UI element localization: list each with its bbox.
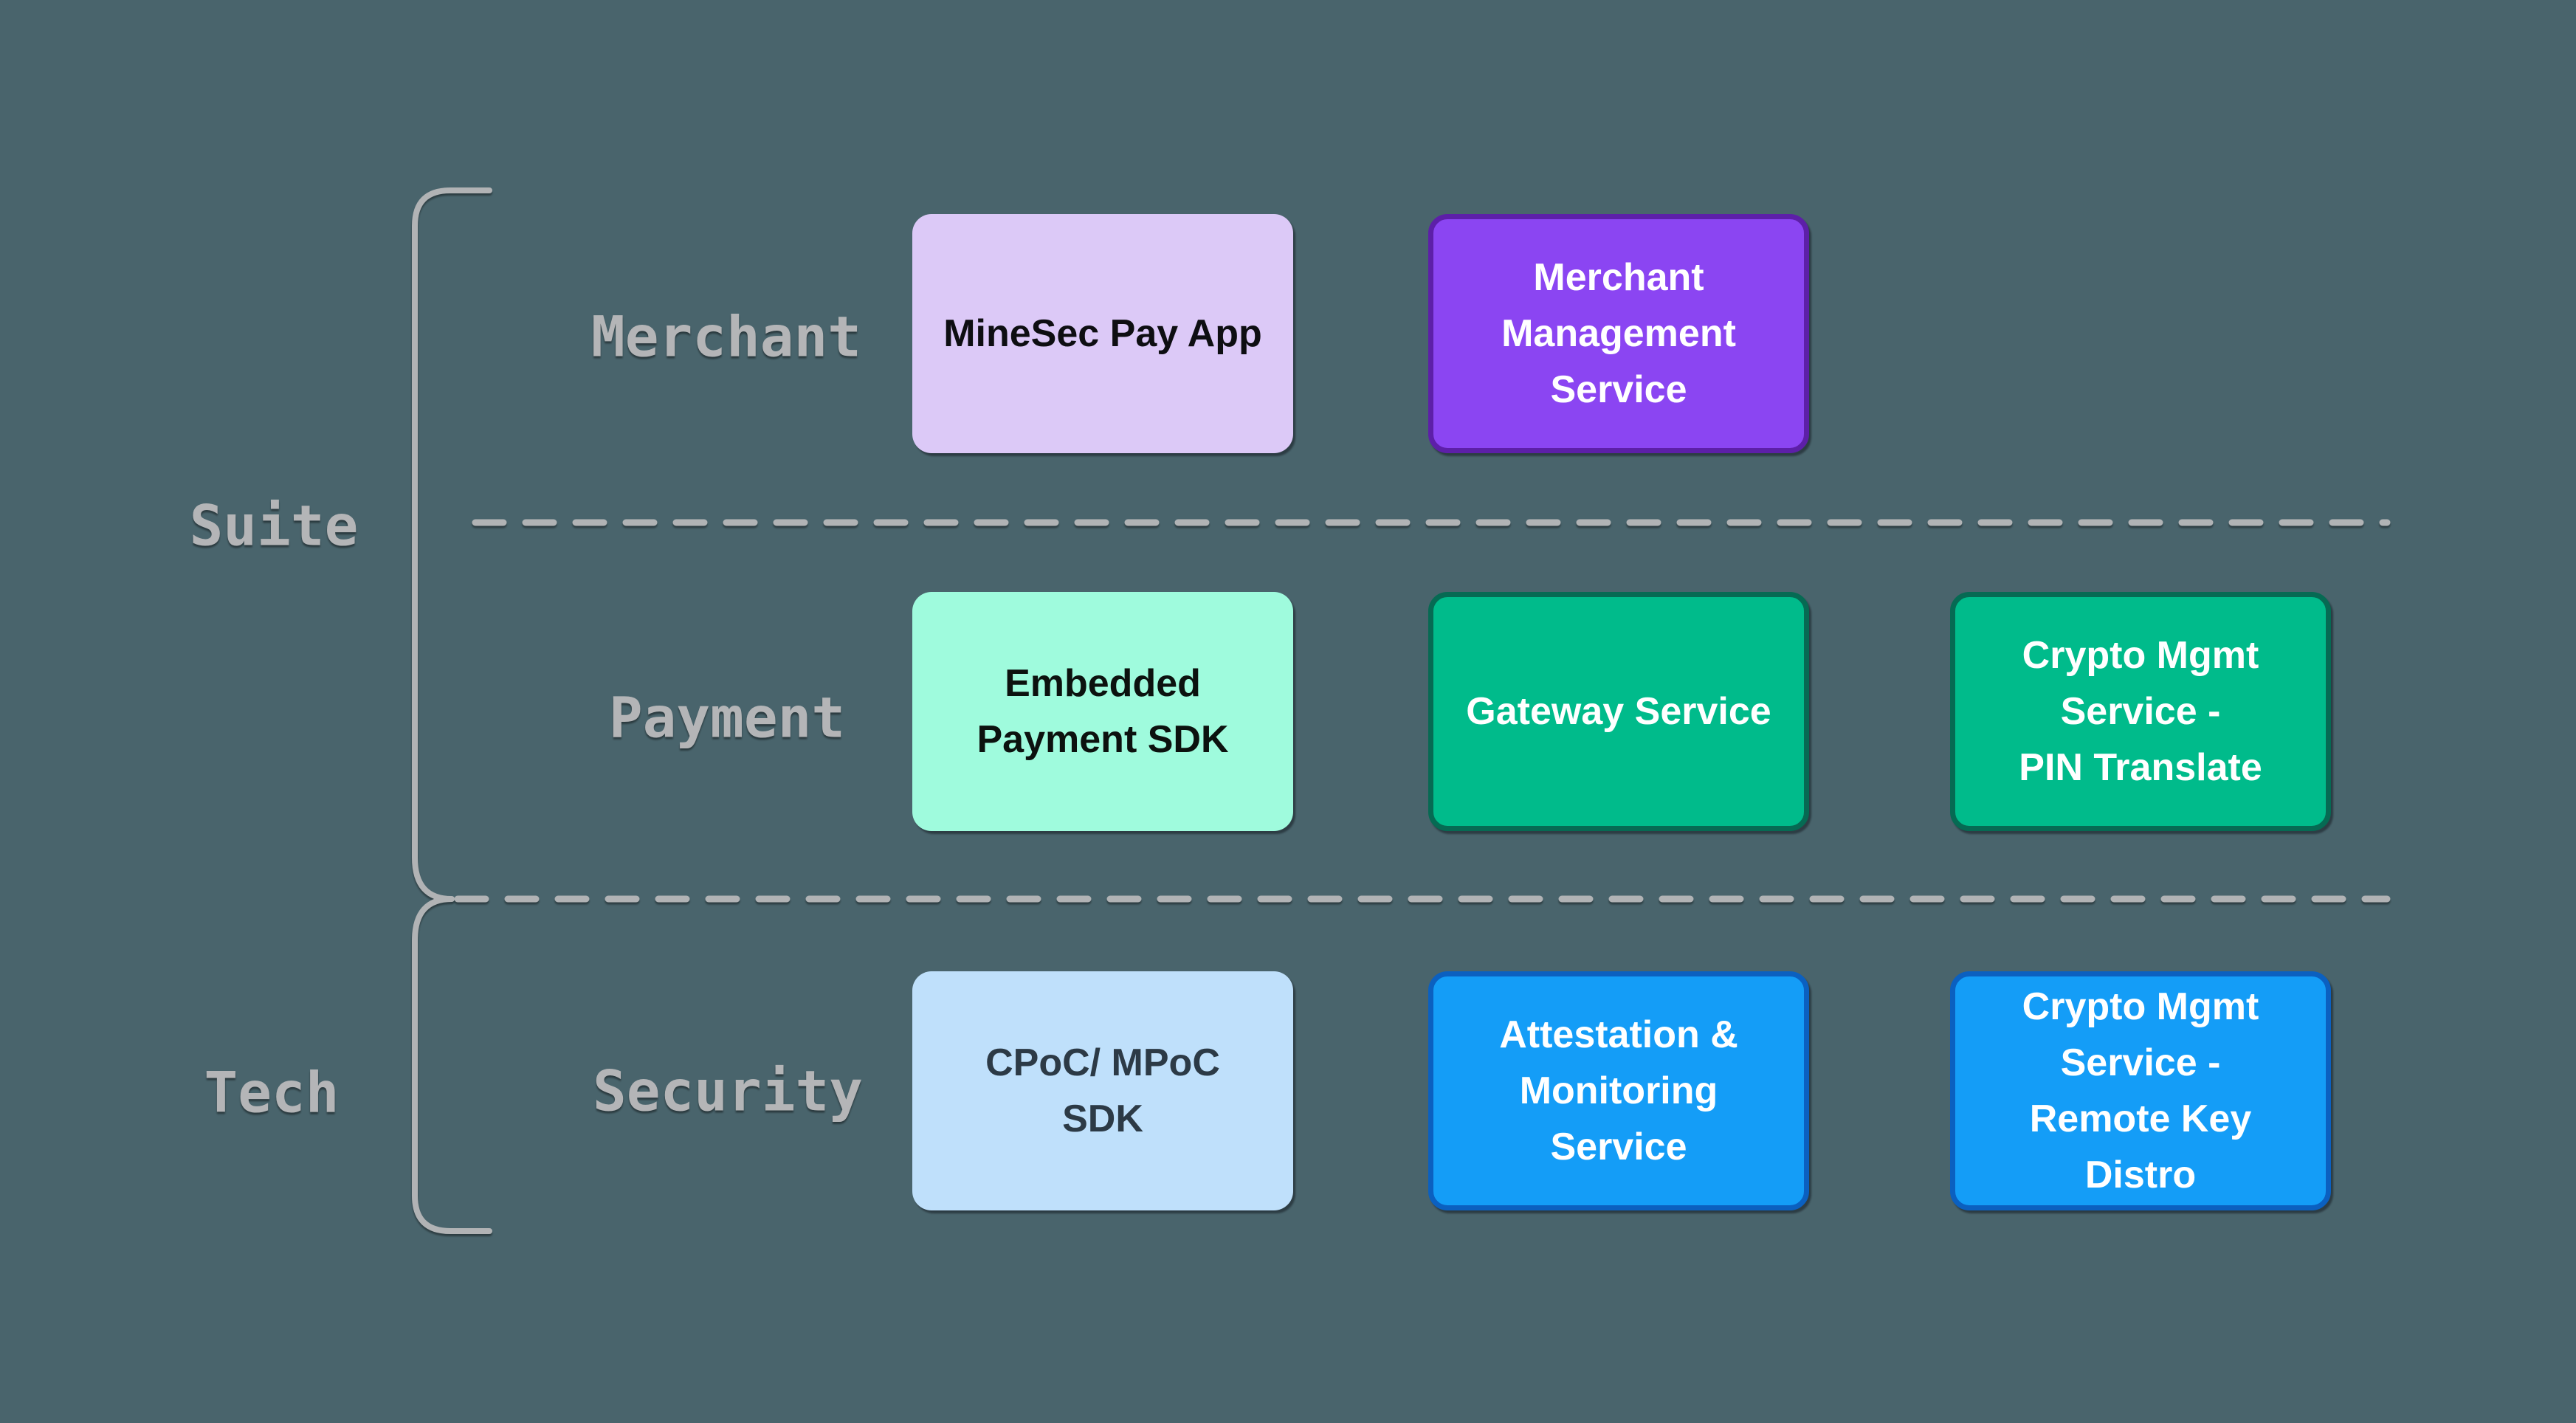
- box-text-line: Crypto Mgmt: [2022, 985, 2259, 1028]
- box-text-line: Gateway Service: [1466, 690, 1771, 733]
- box-text-line: PIN Translate: [2019, 746, 2262, 789]
- suite-tech-bracket: [412, 187, 492, 1234]
- box-merchant-management-service: Merchant Management Service: [1428, 214, 1809, 453]
- box-text-line: Management: [1501, 312, 1736, 355]
- row-label-payment: Payment: [608, 684, 846, 751]
- box-text-line: Embedded: [1005, 662, 1201, 705]
- box-minesec-pay-app: MineSec Pay App: [912, 214, 1293, 453]
- box-text-line: Attestation &: [1499, 1013, 1738, 1056]
- box-crypto-mgmt-pin-translate: Crypto Mgmt Service - PIN Translate: [1950, 592, 2331, 831]
- box-gateway-service: Gateway Service: [1428, 592, 1809, 831]
- box-text-line: Service: [1550, 368, 1687, 411]
- box-text-line: Service -: [2060, 1041, 2221, 1084]
- row-label-security: Security: [592, 1058, 864, 1124]
- box-cpoc-mpoc-sdk: CPoC/ MPoC SDK: [912, 971, 1293, 1210]
- box-text-line: Merchant: [1533, 256, 1704, 299]
- row-label-merchant: Merchant: [590, 303, 862, 370]
- box-text-line: Monitoring Service: [1519, 1069, 1718, 1168]
- section-label-tech: Tech: [204, 1059, 340, 1126]
- section-label-suite: Suite: [189, 492, 359, 559]
- box-text-line: Service -: [2060, 690, 2221, 733]
- box-text-line: CPoC/ MPoC: [985, 1041, 1220, 1084]
- box-text-line: SDK: [1062, 1098, 1143, 1140]
- box-text-line: Remote Key Distro: [2029, 1098, 2252, 1196]
- box-text-line: MineSec Pay App: [943, 312, 1262, 355]
- box-text-line: Crypto Mgmt: [2022, 634, 2259, 677]
- box-crypto-mgmt-remote-key-distro: Crypto Mgmt Service - Remote Key Distro: [1950, 971, 2331, 1210]
- box-embedded-payment-sdk: Embedded Payment SDK: [912, 592, 1293, 831]
- box-attestation-monitoring-service: Attestation & Monitoring Service: [1428, 971, 1809, 1210]
- box-text-line: Payment SDK: [977, 718, 1229, 761]
